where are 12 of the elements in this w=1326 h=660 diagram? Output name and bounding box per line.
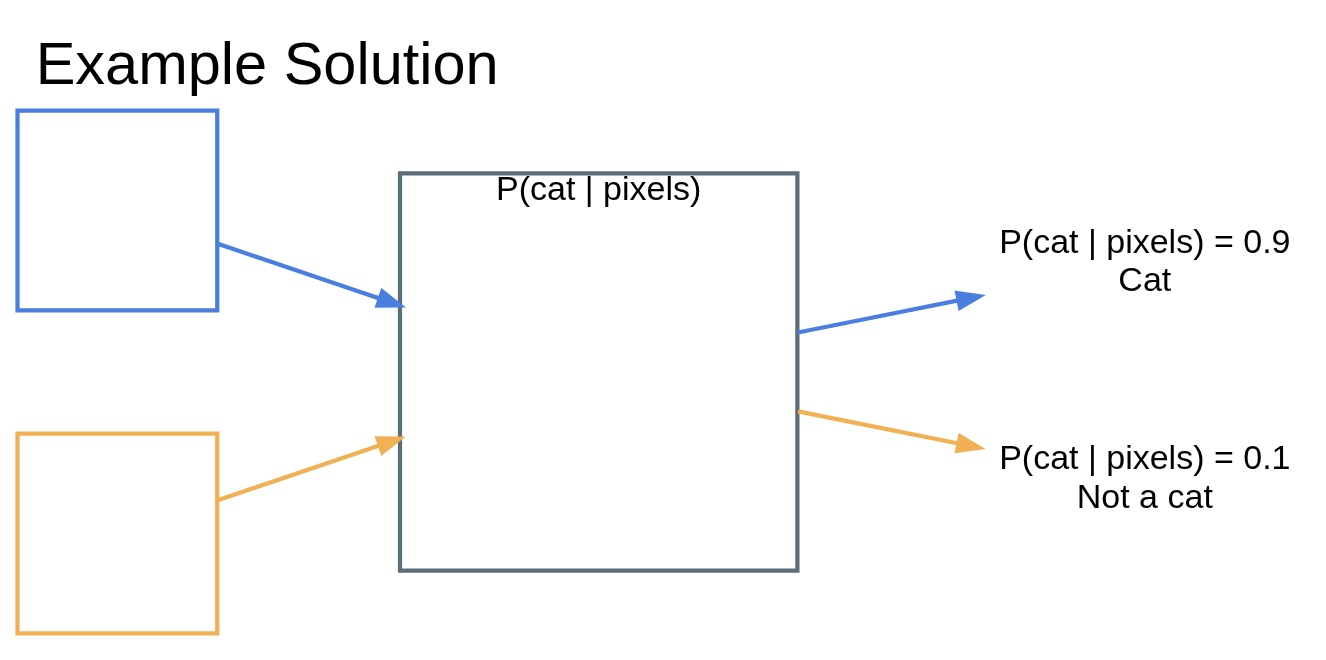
node-label: Cat — [1117, 259, 1171, 298]
node-label: Not a cat — [1076, 476, 1213, 515]
node-box — [14, 107, 219, 312]
arrow — [216, 435, 406, 502]
arrow — [797, 408, 986, 453]
arrow — [216, 241, 406, 308]
arrow — [797, 290, 986, 335]
node-text: P(cat | pixels) = 0.9 — [998, 221, 1290, 260]
node-box — [14, 430, 219, 635]
diagram-title: Example Solution — [35, 29, 499, 97]
node-text: P(cat | pixels) = 0.1 — [998, 437, 1290, 476]
node-box: P(cat | pixels) — [397, 170, 799, 573]
